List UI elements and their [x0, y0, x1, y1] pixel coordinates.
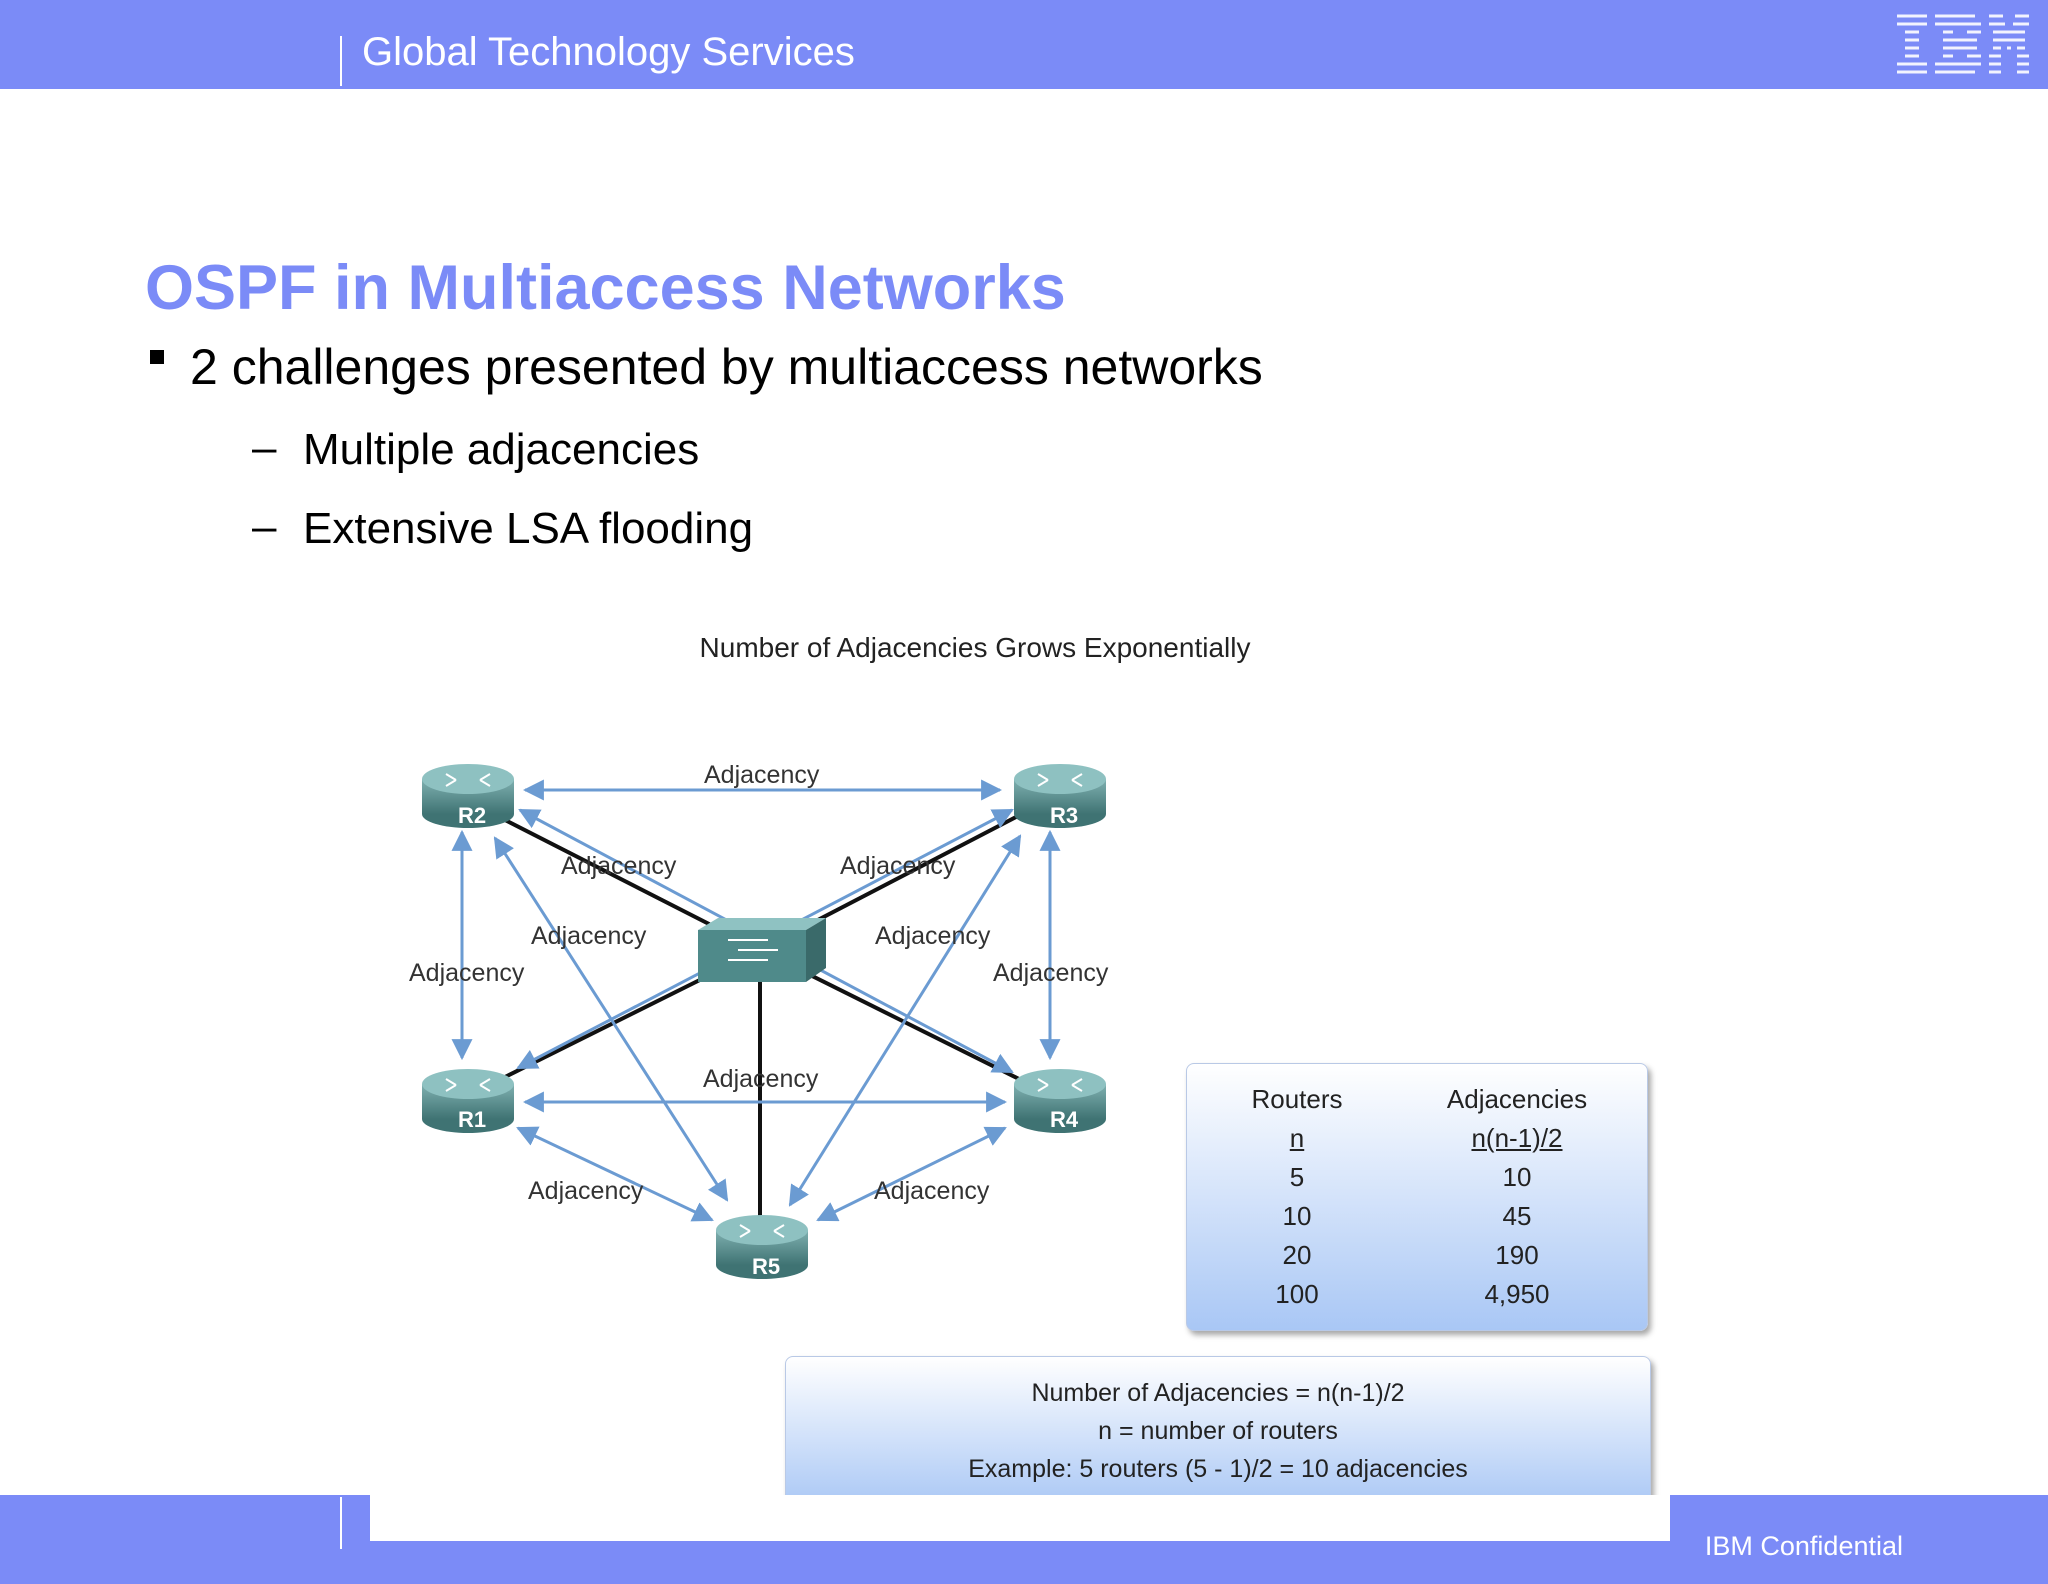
ibm-logo [1897, 14, 2029, 74]
header-divider [340, 36, 342, 86]
formula-line: Number of Adjacencies = n(n-1)/2 [1031, 1379, 1405, 1407]
column-formula: n(n-1)/2 [1471, 1123, 1563, 1153]
router-label-r2: R2 [458, 803, 486, 828]
slide-title: OSPF in Multiaccess Networks [145, 253, 1066, 323]
confidential-label: IBM Confidential [1704, 1531, 1903, 1561]
formula-line: Example: 5 routers (5 - 1)/2 = 10 adjace… [968, 1455, 1468, 1483]
adjacency-arrows [451, 779, 1061, 1222]
formula-line: n = number of routers [1098, 1417, 1338, 1445]
adjacency-label: Adjacency [561, 852, 677, 880]
column-header: Routers [1251, 1084, 1343, 1114]
router-label-r4: R4 [1050, 1107, 1079, 1132]
adjacency-label: Adjacency [409, 959, 525, 987]
router-label-r3: R3 [1050, 803, 1078, 828]
adjacency-table: Routers n 5 10 20 100 Adjacencies n(n-1)… [1186, 1063, 1648, 1331]
switch-icon [698, 918, 826, 982]
router-icon-r4 [1014, 1069, 1106, 1133]
adjacency-label: Adjacency [993, 959, 1109, 987]
sub-bullet: Multiple adjacencies [303, 425, 700, 474]
bullet-text: 2 challenges presented by multiaccess ne… [190, 339, 1263, 395]
table-cell: 10 [1282, 1201, 1312, 1231]
bullet-marker [150, 350, 164, 364]
dash-marker: – [252, 502, 277, 551]
adjacency-label: Adjacency [704, 761, 820, 789]
routers-column: Routers n 5 10 20 100 [1227, 1080, 1367, 1314]
adjacencies-column: Adjacencies n(n-1)/2 10 45 190 4,950 [1417, 1080, 1617, 1314]
table-cell: 20 [1282, 1240, 1312, 1270]
router-icon-r3 [1014, 764, 1106, 828]
table-cell: 4,950 [1484, 1279, 1550, 1309]
diagram-title: Number of Adjacencies Grows Exponentiall… [699, 632, 1251, 663]
sub-bullet: Extensive LSA flooding [303, 504, 754, 553]
adjacency-label: Adjacency [703, 1065, 819, 1093]
router-label-r5: R5 [752, 1254, 780, 1279]
footer-notch [370, 1495, 1670, 1541]
dash-marker: – [252, 423, 277, 472]
footer-bar: IBM Confidential [0, 1495, 2048, 1584]
adjacency-r4-r5 [816, 1126, 1007, 1222]
formula-box: Number of Adjacencies = n(n-1)/2 n = num… [785, 1356, 1651, 1509]
column-header: Adjacencies [1446, 1084, 1588, 1114]
router-icon-r5 [716, 1215, 808, 1279]
adjacency-label: Adjacency [874, 1177, 990, 1205]
table-cell: 190 [1495, 1240, 1539, 1270]
router-label-r1: R1 [458, 1107, 486, 1132]
adjacency-r2-r5 [493, 836, 729, 1202]
adjacency-r3-r5 [788, 834, 1022, 1207]
adjacency-label: Adjacency [875, 922, 991, 950]
table-cell: 45 [1502, 1201, 1532, 1231]
footer-divider [340, 1497, 342, 1549]
adjacency-r1-r5 [516, 1126, 714, 1222]
adjacency-label: Adjacency [528, 1177, 644, 1205]
header-bar: Global Technology Services [0, 0, 2048, 89]
adjacency-label: Adjacency [840, 852, 956, 880]
column-formula: n [1289, 1123, 1305, 1153]
router-icon-r1 [422, 1069, 514, 1133]
table-cell: 100 [1275, 1279, 1319, 1309]
table-cell: 10 [1502, 1162, 1532, 1192]
router-icon-r2 [422, 764, 514, 828]
service-name: Global Technology Services [362, 30, 855, 74]
table-cell: 5 [1289, 1162, 1305, 1192]
adjacency-label: Adjacency [531, 922, 647, 950]
